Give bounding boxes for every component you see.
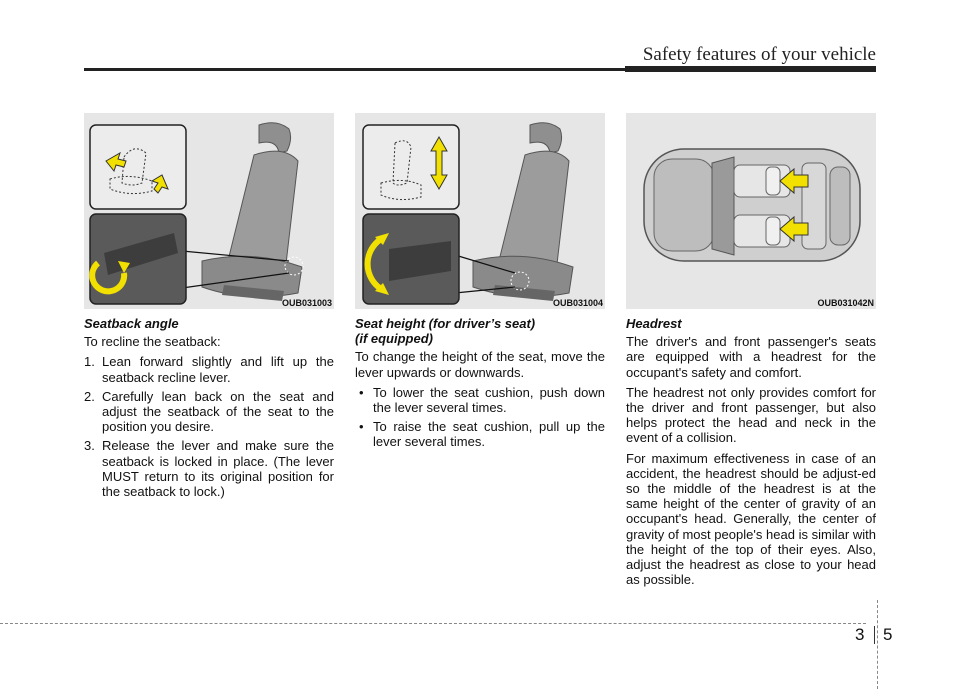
list-item: 1. Lean forward slightly and lift up the … — [84, 354, 334, 384]
column-seatback-angle: Seatback angle To recline the seatback: … — [84, 316, 334, 503]
step-text: Carefully lean back on the seat and adju… — [102, 388, 334, 435]
column-headrest: Headrest The driver's and front passenge… — [626, 316, 876, 592]
intro-text: To recline the seatback: — [84, 334, 221, 350]
intro-text: To change the height of the seat, move t… — [355, 349, 605, 380]
section-heading: Seatback angle — [84, 316, 179, 331]
page-number: 5 — [883, 625, 893, 644]
seatback-illustration — [89, 122, 304, 305]
step-number: 1. — [84, 354, 95, 370]
step-text: Lean forward slightly and lift up the se… — [102, 354, 334, 385]
list-item: • To lower the seat cushion, push down th… — [355, 385, 605, 415]
paragraph: The driver's and front passenger's seats… — [626, 334, 876, 380]
list-item: • To raise the seat cushion, pull up the … — [355, 419, 605, 449]
section-heading: Seat height (for driver’s seat) (if equi… — [355, 316, 605, 346]
figure-seat-height: OUB031004 — [355, 113, 605, 309]
header-rule — [84, 68, 876, 71]
figure-code: OUB031003 — [281, 298, 332, 308]
bullet-text: To lower the seat cushion, push down the… — [373, 384, 605, 416]
section-heading: Headrest — [626, 316, 682, 331]
header-rule-accent — [625, 66, 876, 72]
column-seat-height: Seat height (for driver’s seat) (if equi… — [355, 316, 605, 454]
seat-height-illustration — [362, 122, 574, 305]
paragraph: For maximum effectiveness in case of an … — [626, 450, 876, 588]
figure-seatback-recline: OUB031003 — [84, 113, 334, 309]
step-list: 1. Lean forward slightly and lift up the … — [84, 354, 334, 499]
figure-headrest: OUB031042N — [626, 113, 876, 309]
bullet-list: • To lower the seat cushion, push down th… — [355, 385, 605, 450]
page-number-separator — [874, 626, 875, 644]
figure-code: OUB031042N — [817, 298, 874, 308]
footer-divider — [877, 600, 878, 689]
heading-qualifier: (if equipped) — [355, 331, 433, 347]
list-item: 3. Release the lever and make sure the se… — [84, 438, 334, 499]
bullet-text: To raise the seat cushion, pull up the l… — [373, 419, 605, 450]
section-title: Safety features of your vehicle — [642, 44, 876, 65]
heading-line: Seat height (for driver’s seat) — [355, 316, 536, 331]
figure-code: OUB031004 — [552, 298, 603, 308]
step-number: 2. — [84, 388, 95, 404]
footer-rule — [0, 623, 866, 624]
bullet-icon: • — [359, 384, 364, 400]
paragraph: The headrest not only provides comfort f… — [626, 384, 876, 446]
car-top-view-illustration — [643, 148, 861, 262]
step-text: Release the lever and make sure the seat… — [102, 438, 334, 500]
bullet-icon: • — [359, 419, 364, 435]
list-item: 2. Carefully lean back on the seat and ad… — [84, 389, 334, 435]
step-number: 3. — [84, 438, 95, 454]
chapter-number: 3 — [855, 625, 865, 644]
